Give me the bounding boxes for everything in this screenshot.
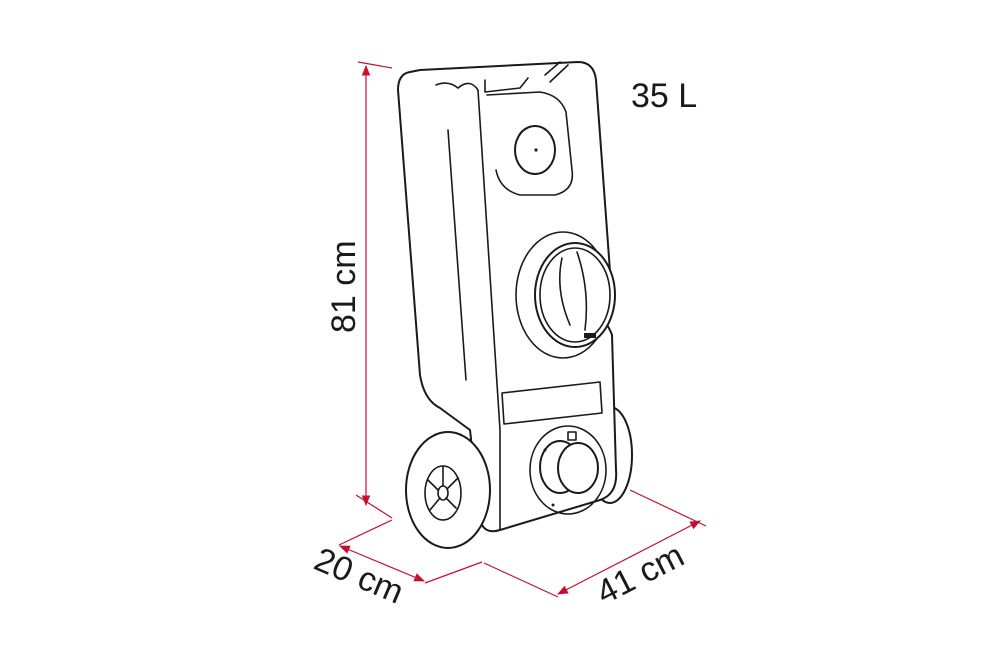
fill-cap [514,125,556,175]
width-dimension [483,489,707,598]
depth-dimension [338,519,483,584]
large-cap [515,231,616,359]
front-wheel [405,431,491,549]
drain-valve [529,425,607,515]
capacity-label: 35 L [631,77,697,115]
tank-illustration [397,61,633,549]
depth-label: 20 cm [309,540,409,611]
height-dimension [355,61,393,519]
label-panel [501,381,603,425]
width-label: 41 cm [590,536,690,612]
height-label: 81 cm [325,240,363,333]
